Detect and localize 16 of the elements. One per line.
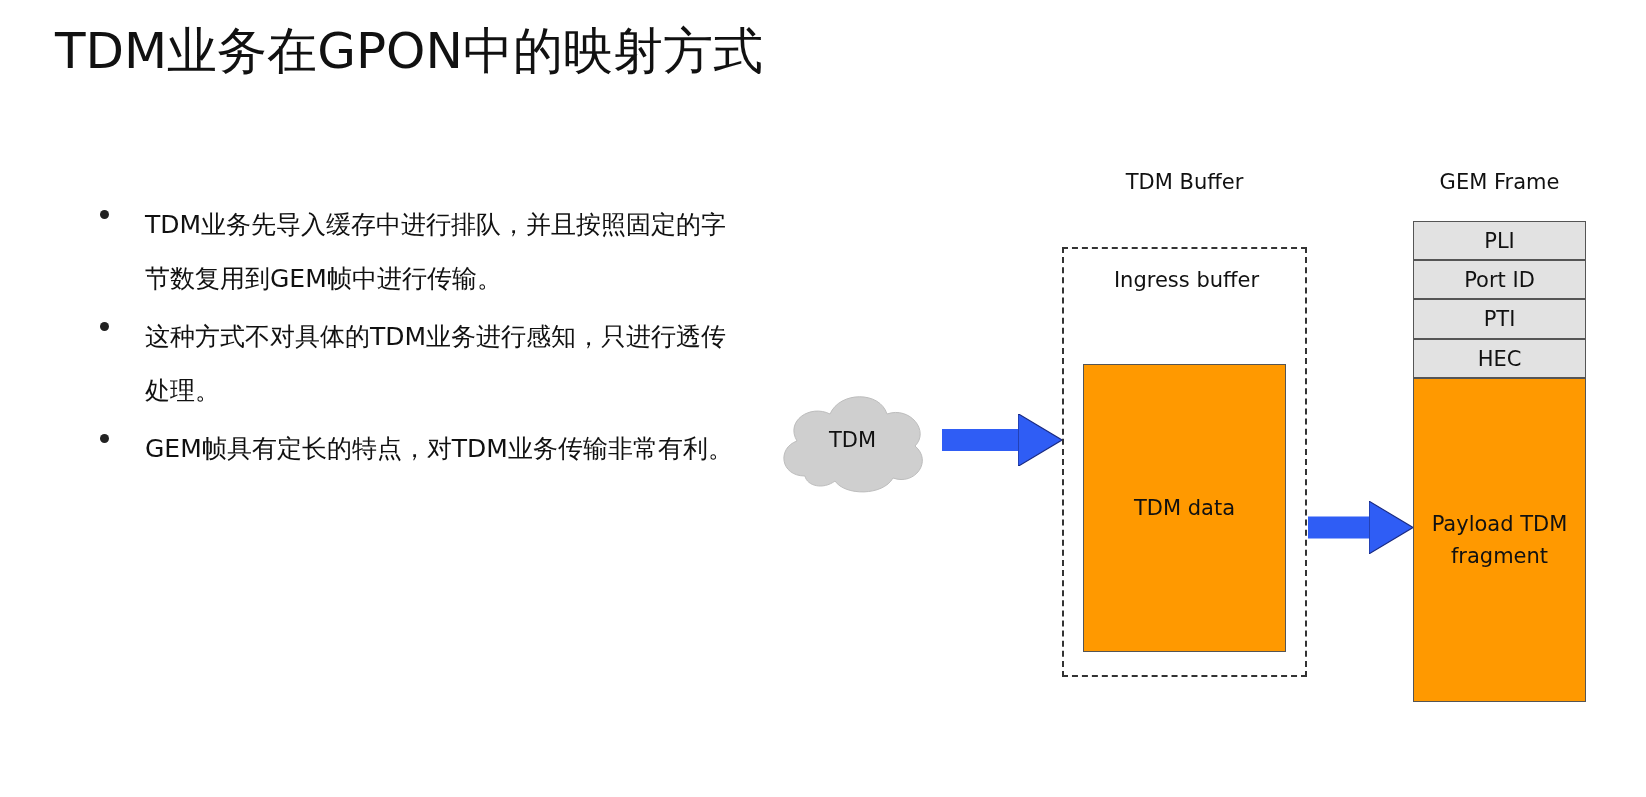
- header-field: HEC: [1413, 339, 1586, 378]
- box-label: Ingress buffer: [1112, 267, 1261, 294]
- group-heading: GEM Frame: [1438, 170, 1561, 194]
- bullet-text: GEM帧具有定长的特点，对TDM业务传输非常有利。: [145, 433, 734, 465]
- header-field: PTI: [1413, 299, 1586, 339]
- slide-title: TDM业务在GPON中的映射方式: [55, 21, 763, 82]
- header-field: PLI: [1413, 221, 1586, 260]
- block-arrow: [1308, 500, 1414, 555]
- bullet-text: TDM业务先导入缓存中进行排队，并且按照固定的字节数复用到GEM帧中进行传输。: [145, 209, 728, 295]
- header-field: Port ID: [1413, 260, 1586, 299]
- block-arrow: [942, 413, 1063, 467]
- group-heading: TDM Buffer: [1124, 170, 1245, 194]
- data-block: Payload TDM fragment: [1413, 378, 1586, 702]
- bullet-text: 这种方式不对具体的TDM业务进行感知，只进行透传处理。: [145, 321, 728, 407]
- node-label: TDM: [828, 428, 877, 452]
- data-block: TDM data: [1083, 364, 1286, 652]
